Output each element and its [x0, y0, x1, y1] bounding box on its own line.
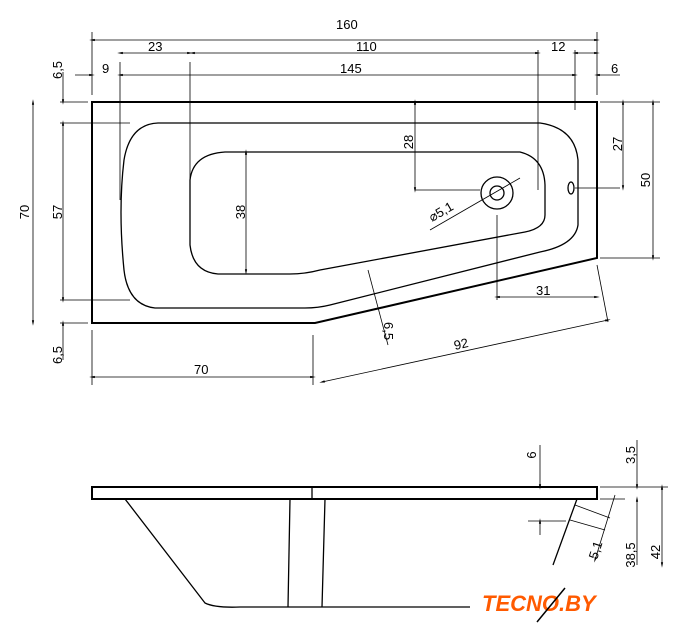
dim-length-total: 160 — [336, 17, 358, 32]
dim-rim-left: 9 — [102, 61, 109, 76]
dim-chamfer-rim: 6,5 — [381, 322, 396, 340]
dim-rim-thickness: 6 — [524, 451, 539, 458]
dim-basin-width: 57 — [50, 205, 65, 219]
dim-rim-top-offset: 3,5 — [623, 446, 638, 464]
dim-height-total: 42 — [648, 545, 663, 559]
dim-rim-top: 6,5 — [50, 61, 65, 79]
dim-overflow-offset-y: 27 — [610, 137, 625, 151]
dim-wall-thickness: 5,1 — [586, 539, 606, 561]
dim-inner-length: 110 — [356, 39, 377, 54]
tub-body — [124, 498, 578, 608]
side-view: 6 3,5 38,5 42 5,1 — [91, 440, 668, 608]
dim-inner-width: 38 — [233, 205, 248, 219]
dim-inner-right-offset: 12 — [551, 39, 565, 54]
dim-rim-right: 6 — [611, 61, 618, 76]
basin-outline — [120, 122, 579, 309]
dim-drain-offset-y: 28 — [401, 135, 416, 149]
dim-rim-bottom: 6,5 — [50, 346, 65, 364]
logo-text: TECNO.BY — [482, 591, 598, 616]
dim-drain-diameter: ⌀5,1 — [426, 199, 456, 225]
dim-inner-left-offset: 23 — [148, 39, 162, 54]
dim-width-total: 70 — [17, 205, 32, 219]
rim — [91, 486, 598, 500]
dim-straight-length: 70 — [194, 362, 208, 377]
dim-depth-inner: 38,5 — [623, 542, 638, 567]
dim-right-side-width: 50 — [638, 173, 653, 187]
logo-bolt — [536, 587, 566, 623]
dim-chamfer-length: 92 — [452, 335, 469, 353]
dim-basin-length: 145 — [340, 61, 362, 76]
drain-outer — [480, 176, 514, 210]
drain-hole — [489, 185, 505, 201]
dim-drain-offset-x: 31 — [536, 283, 550, 298]
top-view: 160 23 110 12 145 9 6 70 57 6,5 6,5 38 2… — [17, 17, 660, 385]
tecno-logo: TECNO.BY — [482, 587, 598, 623]
tub-outline — [91, 101, 598, 324]
overflow-hole — [567, 181, 575, 195]
